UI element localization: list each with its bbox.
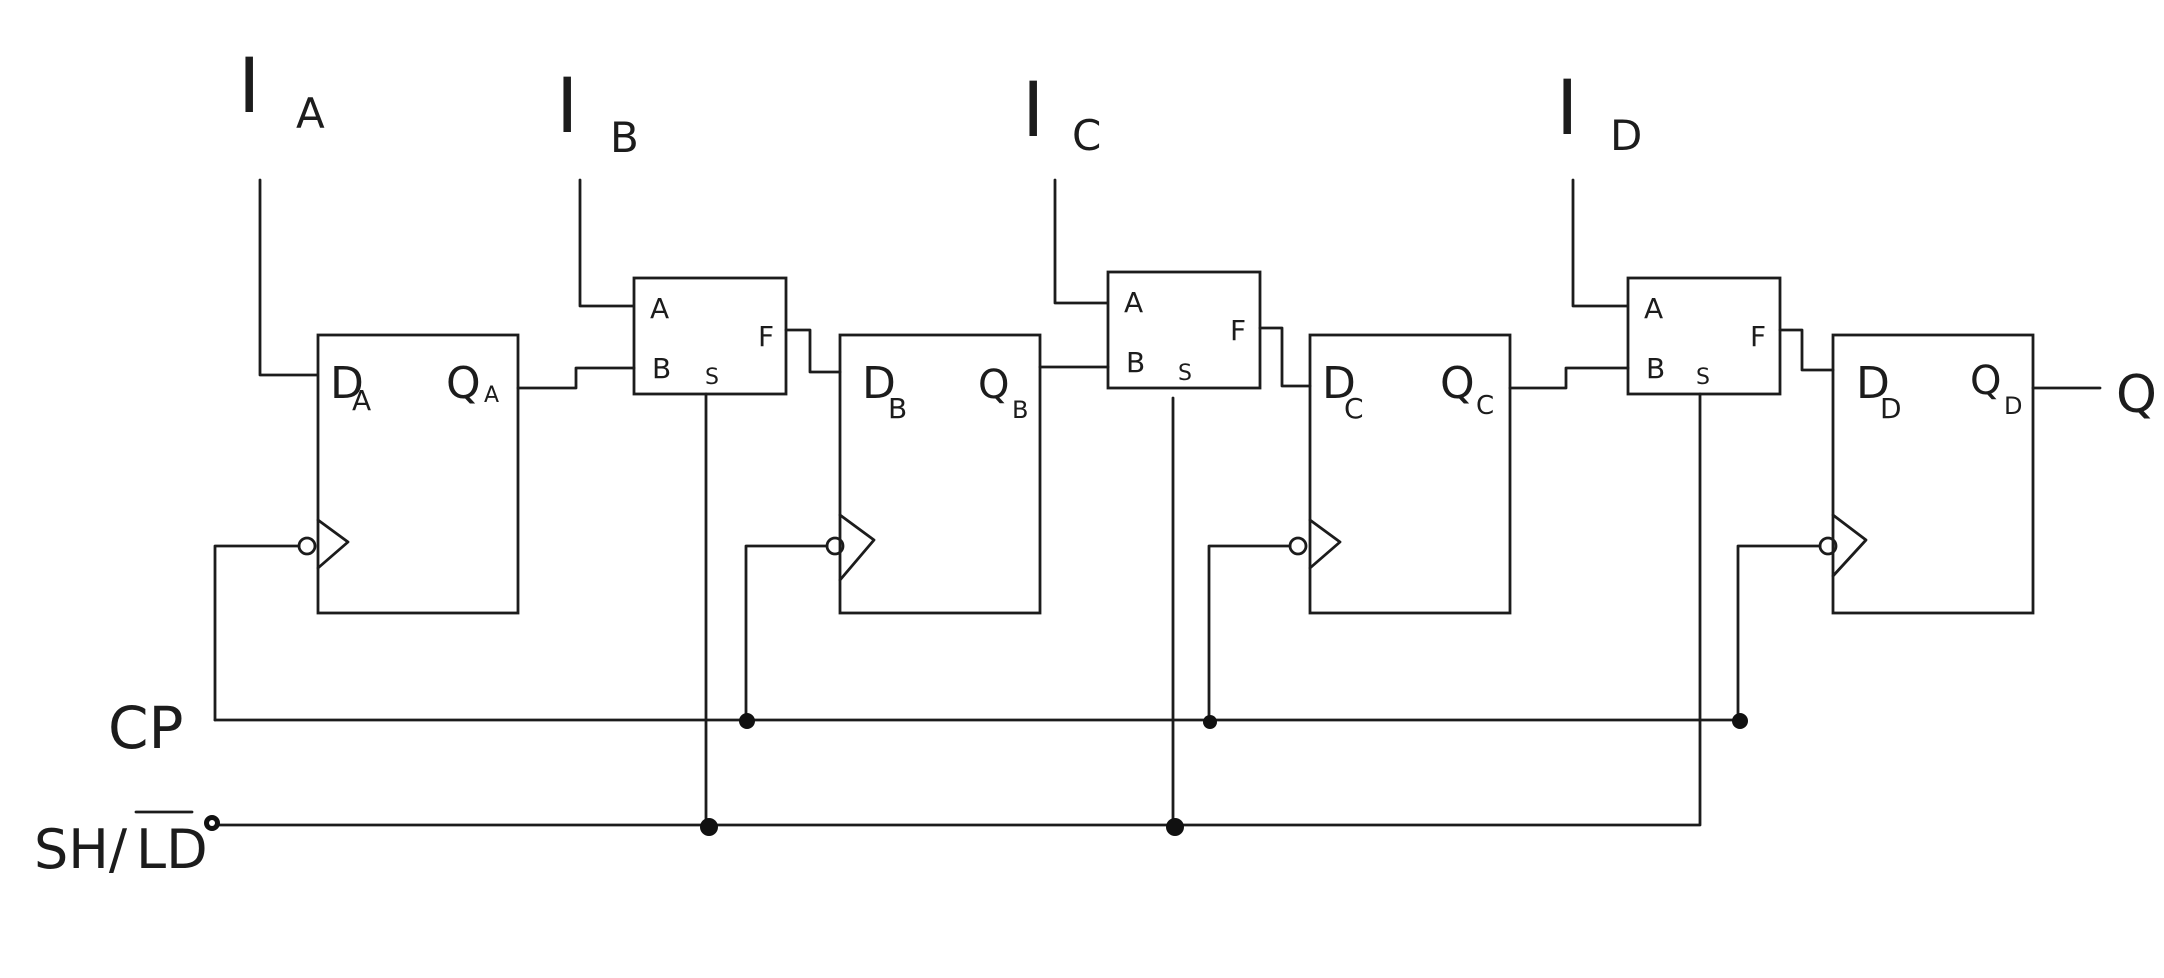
input-a-sub: A	[296, 89, 325, 138]
flipflop-c-d-label: D	[1322, 358, 1356, 409]
wire-mux3-f-to-dd	[1778, 328, 1835, 372]
flipflop-c-q-label: Q	[1440, 358, 1475, 409]
mux-3-body	[1626, 276, 1782, 396]
input-d-main: I	[1556, 63, 1578, 152]
flipflop-d-d-label: D	[1856, 358, 1890, 409]
flipflop-a-d-sub: A	[352, 384, 371, 417]
mux-2: A B S F	[1106, 270, 1262, 390]
mux-1: A B S F	[632, 276, 788, 396]
output-label: Q	[2116, 365, 2157, 425]
mux-1-body	[632, 276, 788, 396]
input-d-sub: D	[1610, 111, 1642, 160]
flipflop-a-clock-triangle	[316, 518, 350, 570]
input-c-sub: C	[1072, 111, 1101, 160]
flipflop-c-clock-bubble	[1288, 536, 1308, 556]
shift-load-label-ld: LD	[136, 818, 208, 881]
flipflop-b-q-label: Q	[978, 362, 1009, 408]
mux-1-f-label: F	[758, 320, 774, 353]
wire-mux1-f-to-db	[784, 328, 842, 374]
mux-2-s-label: S	[1178, 361, 1192, 386]
flipflop-d-clock-triangle	[1831, 513, 1868, 578]
mux-1-s-label: S	[705, 365, 719, 390]
wire-qc-to-mux3-b	[1508, 366, 1630, 390]
clock-branch-a	[213, 544, 301, 722]
wire-input-c	[1053, 178, 1110, 305]
wire-qa-to-mux1-b	[516, 366, 636, 390]
wire-input-d	[1571, 178, 1630, 308]
input-a-main: I	[238, 41, 260, 130]
flipflop-a-d-label: D	[330, 358, 364, 409]
flipflop-b: D B Q B	[825, 333, 1042, 615]
flipflop-b-q-sub: B	[1012, 396, 1028, 424]
shift-load-label: SH/ LD	[34, 810, 208, 881]
mux-3-a-label: A	[1644, 292, 1663, 325]
wire-mux2-f-to-dc	[1258, 326, 1312, 388]
shift-load-terminal-center	[209, 820, 215, 826]
flipflop-a-clock-bubble	[297, 536, 317, 556]
input-b-sub: B	[610, 113, 639, 162]
clock-branch-b	[744, 544, 829, 722]
mux-2-body	[1106, 270, 1262, 390]
input-label-a: I A	[238, 41, 325, 138]
input-b-main: I	[556, 61, 578, 150]
mux-1-a-label: A	[650, 292, 669, 325]
clock-label: CP	[108, 694, 183, 762]
flipflop-a-body	[316, 333, 520, 615]
flipflop-a-q-sub: A	[484, 383, 499, 408]
flipflop-c-q-sub: C	[1476, 391, 1494, 421]
flipflop-b-body	[838, 333, 1042, 615]
input-c-main: I	[1022, 65, 1044, 154]
flipflop-b-d-label: D	[862, 358, 896, 409]
clock-junction-b	[739, 713, 755, 729]
clock-branch-d	[1736, 544, 1822, 722]
wire-input-a	[258, 178, 320, 377]
wire-input-b	[578, 178, 636, 308]
flipflop-d-q-label: Q	[1970, 358, 2001, 404]
flipflop-d-d-sub: D	[1880, 392, 1902, 425]
clock-branch-c	[1207, 544, 1292, 722]
flipflop-c-d-sub: C	[1344, 392, 1364, 425]
flipflop-d-q-sub: D	[2004, 392, 2022, 420]
flipflop-c-body	[1308, 333, 1512, 615]
flipflop-b-d-sub: B	[888, 392, 907, 425]
flipflop-c: D C Q C	[1288, 333, 1512, 615]
flipflop-b-clock-triangle	[838, 513, 876, 582]
mux-1-b-label: B	[652, 352, 671, 385]
shift-load-junction-mux1	[700, 818, 718, 836]
input-label-c: I C	[1022, 65, 1101, 160]
mux-2-b-label: B	[1126, 346, 1145, 379]
input-label-d: I D	[1556, 63, 1642, 160]
flipflop-a: D A Q A	[297, 333, 520, 615]
flipflop-c-clock-triangle	[1308, 518, 1342, 570]
mux-2-f-label: F	[1230, 314, 1246, 347]
flipflop-a-q-label: Q	[446, 358, 481, 409]
mux-3-b-label: B	[1646, 352, 1665, 385]
clock-junction-c	[1203, 715, 1217, 729]
mux-3: A B S F	[1626, 276, 1782, 396]
mux-3-s-label: S	[1696, 365, 1710, 390]
clock-junction-d	[1732, 713, 1748, 729]
mux-2-a-label: A	[1124, 286, 1143, 319]
input-label-b: I B	[556, 61, 639, 162]
mux-3-f-label: F	[1750, 320, 1766, 353]
flipflop-d-body	[1831, 333, 2035, 615]
flipflop-d: D D Q D	[1818, 333, 2035, 615]
shift-load-junction-mux2	[1166, 818, 1184, 836]
shift-load-label-sh: SH/	[34, 818, 128, 881]
